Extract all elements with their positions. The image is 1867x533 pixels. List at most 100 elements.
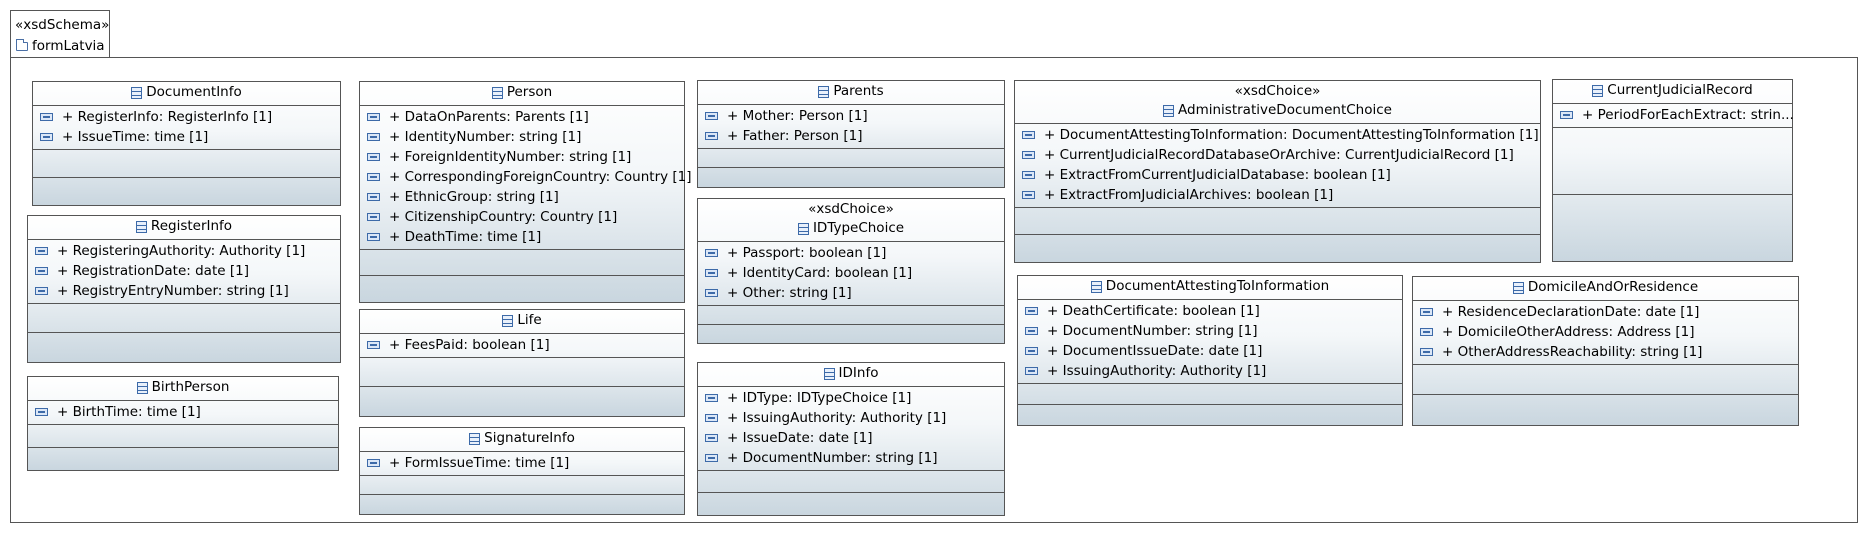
attribute-row[interactable]: + CorrespondingForeignCountry: Country [… — [360, 167, 692, 187]
class-document-info[interactable]: DocumentInfo+ RegisterInfo: RegisterInfo… — [32, 81, 341, 206]
attribute-compartment: + ResidenceDeclarationDate: date [1]+ Do… — [1413, 301, 1798, 365]
attribute-row[interactable]: + ResidenceDeclarationDate: date [1] — [1413, 302, 1798, 322]
attribute-text: + Father: Person [1] — [727, 127, 863, 144]
attribute-row[interactable]: + IssuingAuthority: Authority [1] — [1018, 361, 1402, 381]
nested-compartment — [28, 332, 340, 362]
operation-compartment — [698, 471, 1004, 493]
class-name-row: IDInfo — [823, 364, 879, 383]
class-header: SignatureInfo — [360, 428, 684, 452]
attribute-row[interactable]: + CurrentJudicialRecordDatabaseOrArchive… — [1015, 145, 1540, 165]
class-register-info[interactable]: RegisterInfo+ RegisteringAuthority: Auth… — [27, 215, 341, 363]
attribute-text: + EthnicGroup: string [1] — [389, 188, 559, 205]
attribute-row[interactable]: + RegistrationDate: date [1] — [28, 261, 340, 281]
class-icon — [1163, 104, 1175, 117]
attribute-icon — [705, 413, 718, 422]
attribute-row[interactable]: + ExtractFromCurrentJudicialDatabase: bo… — [1015, 165, 1540, 185]
attribute-icon — [1025, 366, 1038, 375]
package-name: formLatvia — [32, 38, 105, 54]
class-document-attesting-to-information[interactable]: DocumentAttestingToInformation+ DeathCer… — [1017, 275, 1403, 426]
attribute-row[interactable]: + FeesPaid: boolean [1] — [360, 335, 684, 355]
class-name: Parents — [833, 83, 884, 99]
attribute-row[interactable]: + RegisteringAuthority: Authority [1] — [28, 241, 340, 261]
attribute-icon — [35, 266, 48, 275]
attribute-row[interactable]: + Father: Person [1] — [698, 126, 1004, 146]
class-signature-info[interactable]: SignatureInfo + FormIssueTime: time [1] — [359, 427, 685, 515]
class-icon — [135, 220, 147, 233]
attribute-row[interactable]: + CitizenshipCountry: Country [1] — [360, 207, 684, 227]
attribute-compartment: + DocumentAttestingToInformation: Docume… — [1015, 124, 1540, 208]
attribute-row[interactable]: + DomicileOtherAddress: Address [1] — [1413, 322, 1798, 342]
attribute-row[interactable]: + PeriodForEachExtract: strin... — [1553, 105, 1794, 125]
attribute-row[interactable]: + DocumentIssueDate: date [1] — [1018, 341, 1402, 361]
nested-compartment — [1015, 234, 1540, 262]
class-life[interactable]: Life + FeesPaid: boolean [1] — [359, 309, 685, 417]
class-header: CurrentJudicialRecord — [1553, 80, 1792, 104]
attribute-row[interactable]: + DeathCertificate: boolean [1] — [1018, 301, 1402, 321]
attribute-row[interactable]: + DocumentAttestingToInformation: Docume… — [1015, 125, 1540, 145]
attribute-icon — [1022, 190, 1035, 199]
attribute-text: + IDType: IDTypeChoice [1] — [727, 389, 912, 406]
attribute-row[interactable]: + OtherAddressReachability: string [1] — [1413, 342, 1798, 362]
class-id-type-choice[interactable]: «xsdChoice»IDTypeChoice+ Passport: boole… — [697, 198, 1005, 344]
attribute-row[interactable]: + DataOnParents: Parents [1] — [360, 107, 684, 127]
attribute-row[interactable]: + IdentityNumber: string [1] — [360, 127, 684, 147]
attribute-row[interactable]: + Mother: Person [1] — [698, 106, 1004, 126]
attribute-row[interactable]: + ForeignIdentityNumber: string [1] — [360, 147, 684, 167]
class-icon — [797, 222, 809, 235]
operation-compartment — [1015, 208, 1540, 235]
nested-compartment — [1413, 394, 1798, 425]
attribute-row[interactable]: + IdentityCard: boolean [1] — [698, 263, 1004, 283]
class-person[interactable]: Person+ DataOnParents: Parents [1]+ Iden… — [359, 81, 692, 303]
attribute-text: + IssueTime: time [1] — [62, 128, 209, 145]
class-parents[interactable]: Parents + Mother: Person [1]+ Father: Per… — [697, 80, 1005, 188]
attribute-icon — [705, 453, 718, 462]
attribute-text: + RegisterInfo: RegisterInfo [1] — [62, 108, 273, 125]
package-tab[interactable]: «xsdSchema» formLatvia — [10, 10, 110, 58]
attribute-compartment: + Passport: boolean [1]+ IdentityCard: b… — [698, 242, 1004, 306]
attribute-row[interactable]: + IssueDate: date [1] — [698, 428, 1004, 448]
class-administrative-document-choice[interactable]: «xsdChoice»AdministrativeDocumentChoice+… — [1014, 80, 1541, 263]
class-icon — [491, 86, 503, 99]
attribute-text: + DocumentNumber: string [1] — [727, 449, 938, 466]
attribute-row[interactable]: + EthnicGroup: string [1] — [360, 187, 684, 207]
attribute-text: + CurrentJudicialRecordDatabaseOrArchive… — [1044, 146, 1514, 163]
attribute-icon — [35, 246, 48, 255]
operation-compartment — [360, 476, 684, 495]
attribute-row[interactable]: + RegistryEntryNumber: string [1] — [28, 281, 340, 301]
attribute-icon — [367, 232, 380, 241]
attribute-compartment: + FeesPaid: boolean [1] — [360, 334, 684, 358]
attribute-row[interactable]: + Passport: boolean [1] — [698, 243, 1004, 263]
class-name-row: AdministrativeDocumentChoice — [1163, 101, 1392, 120]
attribute-text: + OtherAddressReachability: string [1] — [1442, 343, 1703, 360]
attribute-row[interactable]: + FormIssueTime: time [1] — [360, 453, 684, 473]
class-name-row: DomicileAndOrResidence — [1512, 278, 1698, 297]
attribute-text: + Other: string [1] — [727, 284, 852, 301]
attribute-icon — [1022, 170, 1035, 179]
attribute-text: + CitizenshipCountry: Country [1] — [389, 208, 618, 225]
attribute-text: + DeathTime: time [1] — [389, 228, 542, 245]
class-name-row: Life — [502, 311, 542, 330]
class-domicile-and-or-residence[interactable]: DomicileAndOrResidence + ResidenceDeclara… — [1412, 276, 1799, 426]
class-name: IDInfo — [838, 365, 879, 381]
attribute-row[interactable]: + DocumentNumber: string [1] — [1018, 321, 1402, 341]
class-birth-person[interactable]: BirthPerson + BirthTime: time [1] — [27, 376, 339, 471]
attribute-compartment: + RegisterInfo: RegisterInfo [1] + IssueT… — [33, 106, 340, 150]
operation-compartment — [360, 358, 684, 387]
attribute-row[interactable]: + Other: string [1] — [698, 283, 1004, 303]
attribute-row[interactable]: + DocumentNumber: string [1] — [698, 448, 1004, 468]
attribute-row[interactable]: + DeathTime: time [1] — [360, 227, 684, 247]
class-id-info[interactable]: IDInfo + IDType: IDTypeChoice [1] + Issuin… — [697, 362, 1005, 516]
class-name: SignatureInfo — [484, 430, 575, 446]
attribute-row[interactable]: + BirthTime: time [1] — [28, 402, 338, 422]
attribute-row[interactable]: + IssueTime: time [1] — [33, 127, 340, 147]
attribute-row[interactable]: + IDType: IDTypeChoice [1] — [698, 388, 1004, 408]
attribute-row[interactable]: + ExtractFromJudicialArchives: boolean [… — [1015, 185, 1540, 205]
attribute-row[interactable]: + RegisterInfo: RegisterInfo [1] — [33, 107, 340, 127]
attribute-icon — [1420, 307, 1433, 316]
attribute-icon — [705, 268, 718, 277]
class-icon — [136, 381, 148, 394]
class-name: BirthPerson — [151, 379, 230, 395]
attribute-row[interactable]: + IssuingAuthority: Authority [1] — [698, 408, 1004, 428]
class-header: RegisterInfo — [28, 216, 340, 240]
class-current-judicial-record[interactable]: CurrentJudicialRecord+ PeriodForEachExtr… — [1552, 79, 1794, 262]
